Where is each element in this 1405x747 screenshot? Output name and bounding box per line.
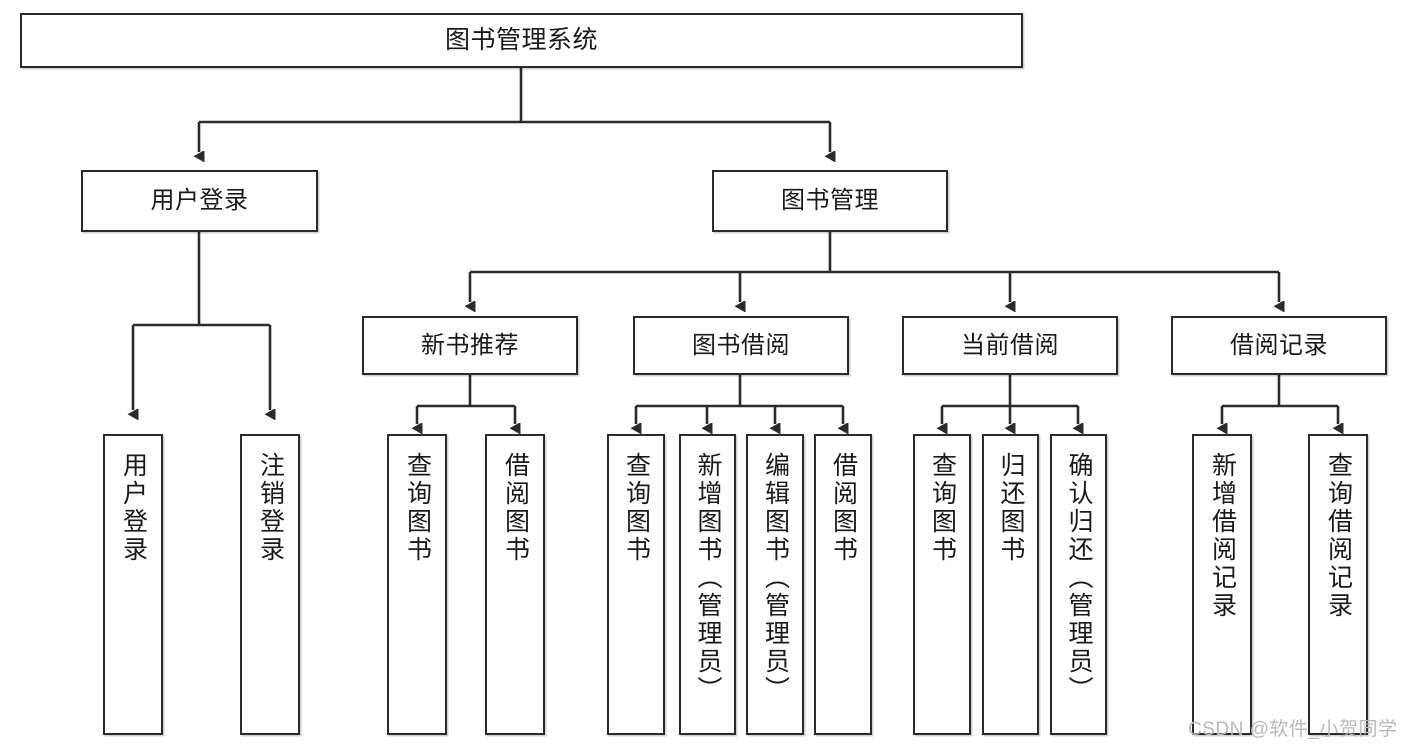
edge-group-borrow-record <box>1222 375 1338 424</box>
node-borrow-record[interactable]: 借阅记录 <box>1171 316 1387 375</box>
node-label: 编辑图书（管理员） <box>761 452 790 704</box>
node-label: 新增图书（管理员） <box>694 452 722 704</box>
node-book-management[interactable]: 图书管理 <box>712 170 948 232</box>
node-new-book-recommend[interactable]: 新书推荐 <box>362 316 578 375</box>
node-label: 用户登录 <box>150 187 249 215</box>
node-label: 借阅图书 <box>501 452 530 564</box>
node-label: 查询图书 <box>403 452 432 564</box>
node-leaf-query-book-1[interactable]: 查询图书 <box>387 434 447 735</box>
node-label: 用户登录 <box>119 452 148 564</box>
node-label: 图书借阅 <box>692 331 790 359</box>
node-user-login[interactable]: 用户登录 <box>81 170 318 232</box>
node-label: 确认归还（管理员） <box>1065 452 1093 704</box>
edge-group-new-book-recommend <box>417 375 515 424</box>
node-label: 借阅图书 <box>829 452 858 564</box>
edge-group-root <box>199 68 830 152</box>
node-label: 图书管理 <box>781 187 879 215</box>
csdn-watermark: CSDN @软件_小贺同学 <box>1188 719 1398 740</box>
node-leaf-edit-book-admin[interactable]: 编辑图书（管理员） <box>746 434 804 735</box>
node-label: 归还图书 <box>997 452 1025 564</box>
node-leaf-return-book[interactable]: 归还图书 <box>982 434 1039 735</box>
node-leaf-add-book-admin[interactable]: 新增图书（管理员） <box>679 434 736 735</box>
node-label: 注销登录 <box>256 452 285 564</box>
node-book-borrow[interactable]: 图书借阅 <box>633 316 849 375</box>
node-leaf-user-login[interactable]: 用户登录 <box>103 434 163 735</box>
edge-group-current-borrow <box>942 375 1078 424</box>
node-leaf-query-book-2[interactable]: 查询图书 <box>607 434 665 735</box>
edge-group-book-borrow <box>636 375 843 424</box>
edge-group-user-login <box>133 232 270 410</box>
node-current-borrow[interactable]: 当前借阅 <box>902 316 1118 375</box>
node-leaf-borrow-book-2[interactable]: 借阅图书 <box>814 434 872 735</box>
node-leaf-add-borrow-record[interactable]: 新增借阅记录 <box>1192 434 1252 735</box>
node-label: 查询图书 <box>622 452 651 564</box>
node-leaf-query-borrow-record[interactable]: 查询借阅记录 <box>1308 434 1368 735</box>
node-leaf-borrow-book-1[interactable]: 借阅图书 <box>485 434 545 735</box>
node-label: 图书管理系统 <box>444 26 598 54</box>
node-label: 查询图书 <box>928 452 957 564</box>
node-leaf-query-book-3[interactable]: 查询图书 <box>913 434 971 735</box>
edge-group-book-management <box>470 232 1279 302</box>
node-root-system[interactable]: 图书管理系统 <box>20 13 1023 68</box>
node-leaf-confirm-return-admin[interactable]: 确认归还（管理员） <box>1050 434 1107 735</box>
node-label: 新增借阅记录 <box>1208 452 1237 620</box>
node-leaf-logout-login[interactable]: 注销登录 <box>240 434 300 735</box>
node-label: 查询借阅记录 <box>1324 452 1353 620</box>
node-label: 借阅记录 <box>1230 331 1328 359</box>
node-label: 当前借阅 <box>961 331 1059 359</box>
node-label: 新书推荐 <box>421 331 519 359</box>
